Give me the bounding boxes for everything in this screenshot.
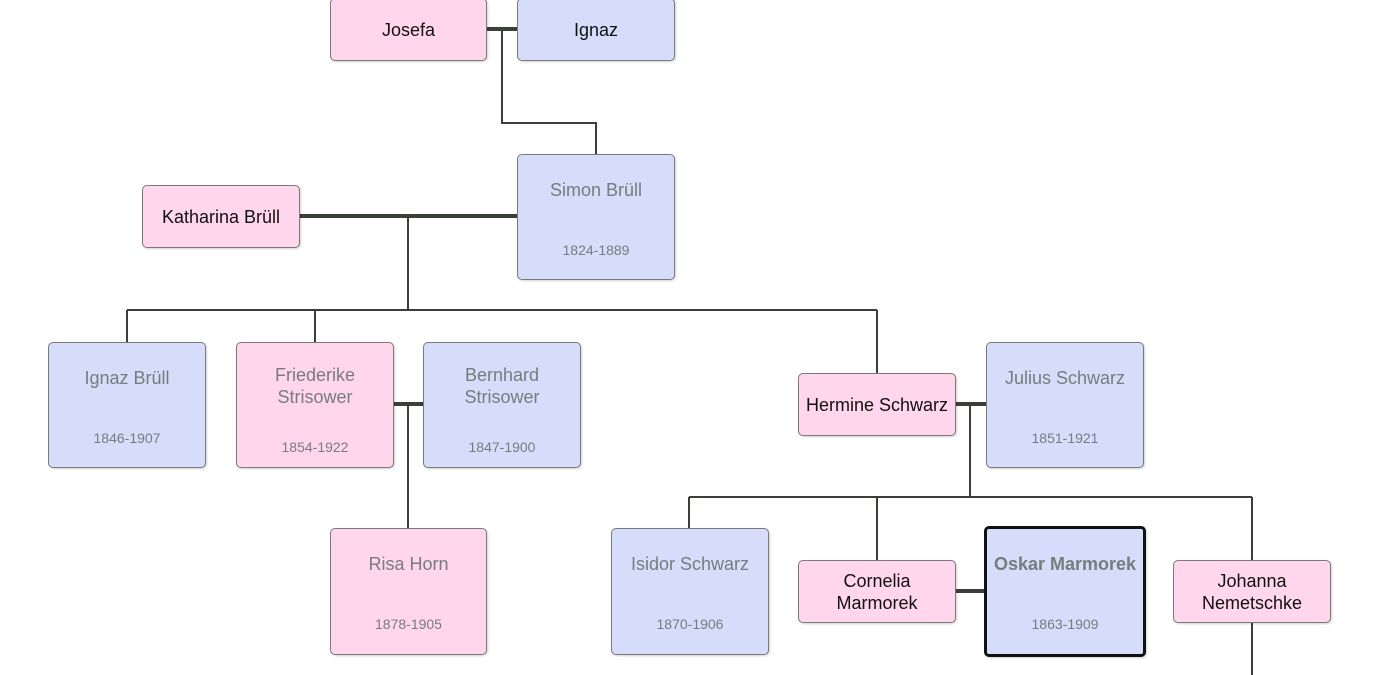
- person-name: Katharina Brüll: [161, 206, 281, 227]
- person-cornelia-marmorek[interactable]: Cornelia Marmorek: [798, 560, 956, 623]
- descent-line: [501, 29, 597, 154]
- name-line: Strisower: [277, 387, 353, 407]
- person-name: Josefa: [381, 19, 436, 40]
- person-dates: 1863-1909: [1031, 616, 1099, 632]
- person-dates: 1870-1906: [656, 616, 724, 632]
- person-name: Risa Horn: [368, 554, 449, 574]
- person-dates: 1846-1907: [93, 430, 161, 446]
- person-bernhard-strisower[interactable]: Bernhard Strisower 1847-1900: [423, 342, 581, 468]
- person-dates: 1851-1921: [1031, 430, 1099, 446]
- person-name: Ignaz: [573, 19, 619, 40]
- person-julius-schwarz[interactable]: Julius Schwarz 1851-1921: [986, 342, 1144, 468]
- person-ignaz-brull[interactable]: Ignaz Brüll 1846-1907: [48, 342, 206, 468]
- person-name: Julius Schwarz: [1004, 368, 1126, 388]
- person-dates: 1847-1900: [468, 439, 536, 455]
- person-name: Ignaz Brüll: [84, 368, 170, 388]
- person-friederike-strisower[interactable]: Friederike Strisower 1854-1922: [236, 342, 394, 468]
- person-name: Simon Brüll: [549, 180, 643, 200]
- person-josefa[interactable]: Josefa: [330, 0, 487, 61]
- person-name: Hermine Schwarz: [805, 394, 949, 415]
- person-simon-brull[interactable]: Simon Brüll 1824-1889: [517, 154, 675, 280]
- person-dates: 1824-1889: [562, 242, 630, 258]
- name-line: Friederike: [274, 365, 356, 385]
- name-line: Cornelia: [843, 570, 911, 591]
- person-name: Friederike Strisower: [237, 364, 393, 408]
- name-line: Marmorek: [836, 592, 918, 613]
- person-dates: 1878-1905: [375, 616, 442, 632]
- person-name: Isidor Schwarz: [630, 554, 750, 574]
- person-dates: 1854-1922: [281, 439, 349, 455]
- person-isidor-schwarz[interactable]: Isidor Schwarz 1870-1906: [611, 528, 769, 655]
- name-line: Bernhard: [464, 365, 540, 385]
- person-risa-horn[interactable]: Risa Horn 1878-1905: [330, 528, 487, 655]
- person-ignaz[interactable]: Ignaz: [517, 0, 675, 61]
- person-hermine-schwarz[interactable]: Hermine Schwarz: [798, 373, 956, 436]
- person-name: Oskar Marmorek: [993, 554, 1137, 574]
- person-name: Johanna Nemetschke: [1202, 570, 1302, 614]
- person-name: Cornelia Marmorek: [836, 570, 917, 614]
- name-line: Strisower: [464, 387, 540, 407]
- person-johanna-nemetschke[interactable]: Johanna Nemetschke: [1173, 560, 1331, 623]
- name-line: Johanna: [1217, 570, 1287, 591]
- person-katharina-brull[interactable]: Katharina Brüll: [142, 185, 300, 248]
- person-oskar-marmorek[interactable]: Oskar Marmorek 1863-1909: [984, 526, 1146, 657]
- person-name: Bernhard Strisower: [424, 364, 580, 408]
- name-line: Nemetschke: [1201, 592, 1303, 613]
